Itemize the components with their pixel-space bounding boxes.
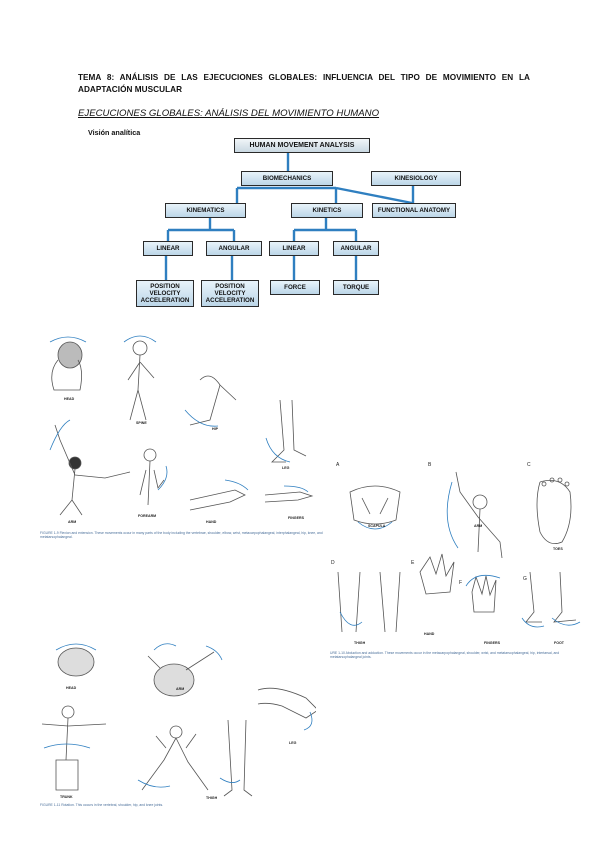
node-human-movement-analysis: HUMAN MOVEMENT ANALYSIS: [234, 138, 370, 153]
fig10-label-fingers: FINGERS: [484, 641, 500, 645]
fig11-label-leg: LEG: [289, 741, 296, 745]
node-kinematics: KINEMATICS: [165, 203, 246, 218]
fig11-label-thigh: THIGH: [206, 796, 217, 800]
node-kinesiology: KINESIOLOGY: [371, 171, 461, 186]
fig10-letter-f: F: [459, 580, 462, 586]
node-torque: TORQUE: [333, 280, 379, 295]
fig10-label-thigh: THIGH: [354, 641, 365, 645]
fig10-label-toes: TOES: [553, 547, 563, 551]
fig10-label-arm: ARM: [474, 524, 482, 528]
fig9-label-forearm: FOREARM: [138, 514, 156, 518]
fig9-label-arm: ARM: [68, 520, 76, 524]
node-linear-pva: POSITION VELOCITY ACCELERATION: [136, 280, 194, 307]
fig11-label-arm: ARM: [176, 687, 184, 691]
fig11-caption: FIGURE 1-11 Rotation. This occurs in the…: [40, 803, 300, 807]
node-biomechanics: BIOMECHANICS: [241, 171, 333, 186]
node-angular-pva: POSITION VELOCITY ACCELERATION: [201, 280, 259, 307]
fig10-letter-b: B: [428, 462, 431, 468]
node-force: FORCE: [270, 280, 320, 295]
node-functional-anatomy: FUNCTIONAL ANATOMY: [372, 203, 456, 218]
node-kinetics-linear: LINEAR: [269, 241, 319, 256]
fig10-label-scapula: SCAPULA: [368, 524, 385, 528]
fig9-label-leg: LEG: [282, 466, 289, 470]
node-kinetics: KINETICS: [291, 203, 363, 218]
figure-flexion-extension: [40, 330, 320, 530]
connector-biomechanics-functional: [336, 188, 412, 203]
fig10-letter-d: D: [331, 560, 335, 566]
node-kinematics-angular: ANGULAR: [206, 241, 262, 256]
figure-rotation: [36, 640, 316, 800]
fig9-label-hand: HAND: [206, 520, 216, 524]
fig9-label-hip: HIP: [212, 427, 218, 431]
fig10-label-foot: FOOT: [554, 641, 564, 645]
fig9-label-head: HEAD: [64, 397, 74, 401]
fig11-label-head: HEAD: [66, 686, 76, 690]
node-kinetics-angular: ANGULAR: [333, 241, 379, 256]
fig10-caption: URE 1-10 Abduction and adduction. These …: [330, 651, 570, 659]
fig9-label-fingers: FINGERS: [288, 516, 304, 520]
fig10-letter-e: E: [411, 560, 414, 566]
fig10-letter-g: G: [523, 576, 527, 582]
fig9-label-spine: SPINE: [136, 421, 147, 425]
fig11-label-trunk: TRUNK: [60, 795, 73, 799]
node-kinematics-linear: LINEAR: [143, 241, 193, 256]
fig9-caption: FIGURE 1-9 Flexion and extension. These …: [40, 531, 330, 539]
figure-abduction-adduction: [330, 462, 590, 652]
fig10-letter-a: A: [336, 462, 339, 468]
fig10-letter-c: C: [527, 462, 531, 468]
fig10-label-hand: HAND: [424, 632, 434, 636]
